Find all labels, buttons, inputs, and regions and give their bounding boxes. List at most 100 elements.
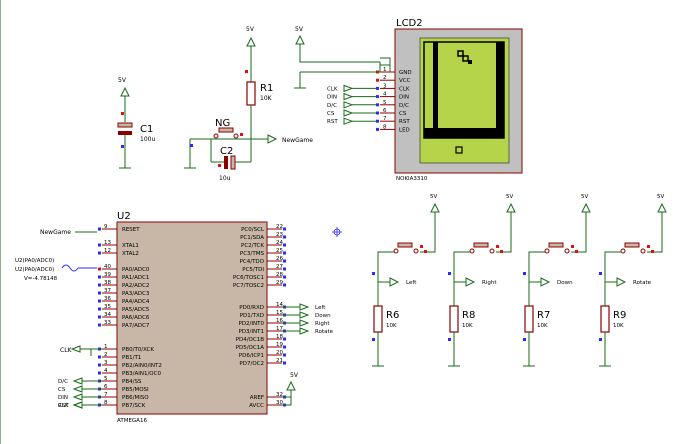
- net-arrow-icon: [72, 393, 83, 401]
- lcd-pin-name: RST: [399, 119, 410, 125]
- net-arrow-icon: [616, 277, 627, 287]
- pin-state-marker: [245, 70, 248, 73]
- wire: [377, 251, 394, 282]
- lcd-net-label: RST: [327, 119, 338, 125]
- c2-plate: [230, 155, 236, 170]
- mcu-pin-number: 36: [104, 296, 111, 302]
- mcu-pin-name: PD4/OC1B: [236, 337, 265, 343]
- capacitor-c1[interactable]: 5V C1 100u: [117, 77, 155, 169]
- pin-state-marker: [98, 315, 101, 319]
- pin-state-marker: [98, 291, 101, 295]
- mcu-pin-number: 1: [104, 344, 108, 350]
- pin-state-marker: [575, 250, 578, 253]
- net-arrow-icon: [343, 117, 354, 125]
- mcu-pin-name: PD3/INT1: [239, 329, 265, 335]
- wire: [282, 390, 292, 406]
- mcu-pin-name: XTAL2: [122, 251, 139, 257]
- voltage-probe[interactable]: U2(PA0/ADC0) U2(PA0/ADC0) V=-4.78148: [15, 258, 97, 282]
- pin-state-marker: [98, 251, 101, 255]
- pin-state-marker: [424, 250, 427, 253]
- mcu-pin-number: 3: [104, 360, 108, 366]
- pin-state-marker: [647, 245, 650, 248]
- mcu-pin-number: 2: [104, 352, 108, 358]
- mcu-part: ATMEGA16: [117, 418, 147, 424]
- mcu-pin-number: 40: [104, 264, 111, 270]
- mcu-pin-number: 8: [104, 400, 108, 406]
- reset-net-label: NewGame: [282, 137, 313, 144]
- pushbutton-icon: [473, 242, 489, 248]
- lcd-pin-name: VCC: [399, 78, 411, 84]
- c2-plate: [224, 156, 228, 169]
- mcu-pin-name: PC2/TCK: [241, 243, 264, 249]
- net-arrow-icon: [299, 311, 310, 319]
- wire: [604, 251, 621, 282]
- pushbutton-icon: [624, 242, 640, 248]
- pin-state-marker: [98, 355, 101, 359]
- pin-state-marker: [283, 259, 286, 263]
- lcd-power: 5V: [294, 26, 391, 89]
- net-arrow-icon: [343, 84, 354, 93]
- mcu-pin-number: 9: [104, 224, 108, 230]
- mcu-pin-number: 17: [276, 326, 283, 332]
- mcu-pin-name: PB3/AIN1/OC0: [122, 371, 161, 377]
- pin-state-marker: [283, 267, 286, 271]
- net-arrow-icon: [72, 401, 83, 409]
- mcu-pin-name: PA2/ADC2: [122, 283, 149, 289]
- pb-net-label: DIN: [58, 395, 68, 401]
- net-arrow-icon: [299, 303, 310, 311]
- mcu-pin-number: 34: [104, 312, 111, 318]
- wire: [380, 57, 391, 72]
- mcu-pin-number: 39: [104, 272, 111, 278]
- r1-resistor: [246, 81, 256, 106]
- mcu-pin-number: 4: [104, 368, 108, 374]
- probe-line: U2(PA0/ADC0): [15, 267, 54, 273]
- net-arrow-icon: [299, 319, 310, 327]
- button-contact: [489, 248, 495, 254]
- pushbutton-icon: [548, 242, 564, 248]
- lcd-cursor: [455, 146, 463, 154]
- lcd-pin-number: 1: [383, 67, 387, 73]
- button-array[interactable]: 5VLeftR610K5VRightR810K5VDownR710K5VRota…: [372, 194, 667, 367]
- lcd-pin-name: LED: [399, 127, 410, 133]
- mcu-pb0-net: CLK: [60, 347, 73, 354]
- power-arrow-icon: [657, 202, 667, 213]
- resistor-value: 10K: [537, 323, 548, 329]
- mcu-pin-number: 12: [104, 248, 111, 254]
- lcd-pin-number: 4: [383, 92, 387, 98]
- pin-state-marker: [283, 275, 286, 279]
- pin-state-marker: [218, 164, 221, 167]
- resistor-ref: R9: [613, 310, 626, 321]
- resistor-ref: R7: [537, 310, 550, 321]
- net-arrow-icon: [343, 109, 354, 117]
- mcu-pin-name: PA3/ADC3: [122, 291, 150, 297]
- mcu-right-pins: 22PC0/SCL23PC1/SDA24PC2/TCK25PC3/TMS26PC…: [233, 224, 286, 409]
- pin-state-marker: [376, 86, 379, 90]
- pulldown-resistor: [449, 305, 459, 333]
- crosshair-cursor-icon: [332, 227, 342, 237]
- lcd-left-bar: [433, 42, 438, 128]
- pin-state-marker: [98, 243, 101, 247]
- net-arrow-icon: [343, 92, 354, 101]
- mcu-reset-net: NewGame: [40, 229, 71, 236]
- reset-circuit[interactable]: 5V R1 10K NewGame NG C2 10u: [184, 26, 313, 182]
- button-contact: [620, 248, 626, 254]
- button-net-label: Down: [557, 280, 573, 286]
- lcd-net-label: CS: [327, 111, 335, 117]
- pin-state-marker: [599, 338, 602, 341]
- lcd-pin-name: DIN: [399, 95, 409, 101]
- mcu-pin-number: 6: [104, 384, 108, 390]
- r1-value: 10K: [260, 95, 273, 102]
- pin-state-marker: [599, 272, 602, 275]
- c2-ref: C2: [220, 146, 233, 157]
- pin-state-marker: [376, 119, 379, 123]
- power-arrow-icon: [295, 34, 305, 45]
